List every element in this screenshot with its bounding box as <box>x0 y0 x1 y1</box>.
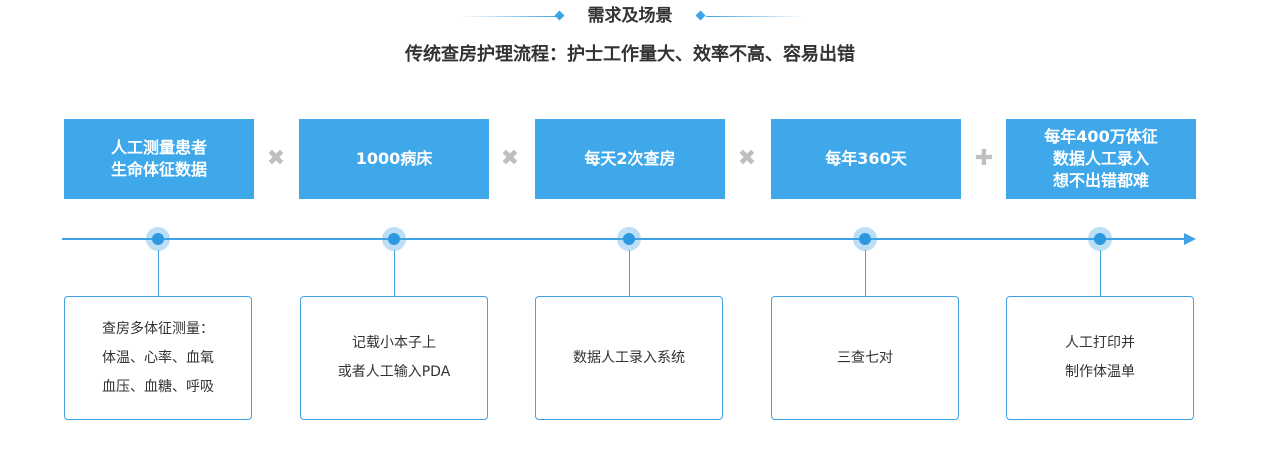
header-diamond-left <box>554 10 565 21</box>
multiply-icon: ✖ <box>266 146 286 171</box>
top-box-beds: 1000病床 <box>299 119 489 199</box>
timeline-node <box>146 227 170 251</box>
header-decor-line-left <box>460 16 560 17</box>
section-title: 需求及场景 <box>587 6 673 26</box>
timeline-connector <box>865 250 866 296</box>
timeline-node-dot <box>388 233 400 245</box>
multiply-icon: ✖ <box>737 146 757 171</box>
timeline-node-dot <box>859 233 871 245</box>
bottom-box-manual-entry: 数据人工录入系统 <box>535 296 723 420</box>
timeline-arrow-icon <box>1184 233 1196 245</box>
plus-icon: ✚ <box>974 146 994 171</box>
timeline-node <box>1088 227 1112 251</box>
timeline-node-dot <box>152 233 164 245</box>
timeline-node <box>617 227 641 251</box>
bottom-box-vital-measurement: 查房多体征测量： 体温、心率、血氧 血压、血糖、呼吸 <box>64 296 252 420</box>
header-diamond-right <box>695 10 706 21</box>
top-box-measure-vitals: 人工测量患者 生命体征数据 <box>64 119 254 199</box>
timeline-connector <box>629 250 630 296</box>
timeline-node <box>853 227 877 251</box>
top-box-rounds-per-day: 每天2次查房 <box>535 119 725 199</box>
top-box-annual-records: 每年400万体征 数据人工录入 想不出错都难 <box>1006 119 1196 199</box>
timeline-connector <box>1100 250 1101 296</box>
top-box-days-per-year: 每年360天 <box>771 119 961 199</box>
bottom-box-print-chart: 人工打印并 制作体温单 <box>1006 296 1194 420</box>
timeline-connector <box>394 250 395 296</box>
timeline-node-dot <box>1094 233 1106 245</box>
subtitle: 传统查房护理流程：护士工作量大、效率不高、容易出错 <box>405 44 855 65</box>
timeline-node-dot <box>623 233 635 245</box>
header-decor-line-right <box>706 16 806 17</box>
bottom-box-notebook-pda: 记载小本子上 或者人工输入PDA <box>300 296 488 420</box>
timeline-connector <box>158 250 159 296</box>
timeline-node <box>382 227 406 251</box>
bottom-box-three-checks: 三查七对 <box>771 296 959 420</box>
multiply-icon: ✖ <box>500 146 520 171</box>
